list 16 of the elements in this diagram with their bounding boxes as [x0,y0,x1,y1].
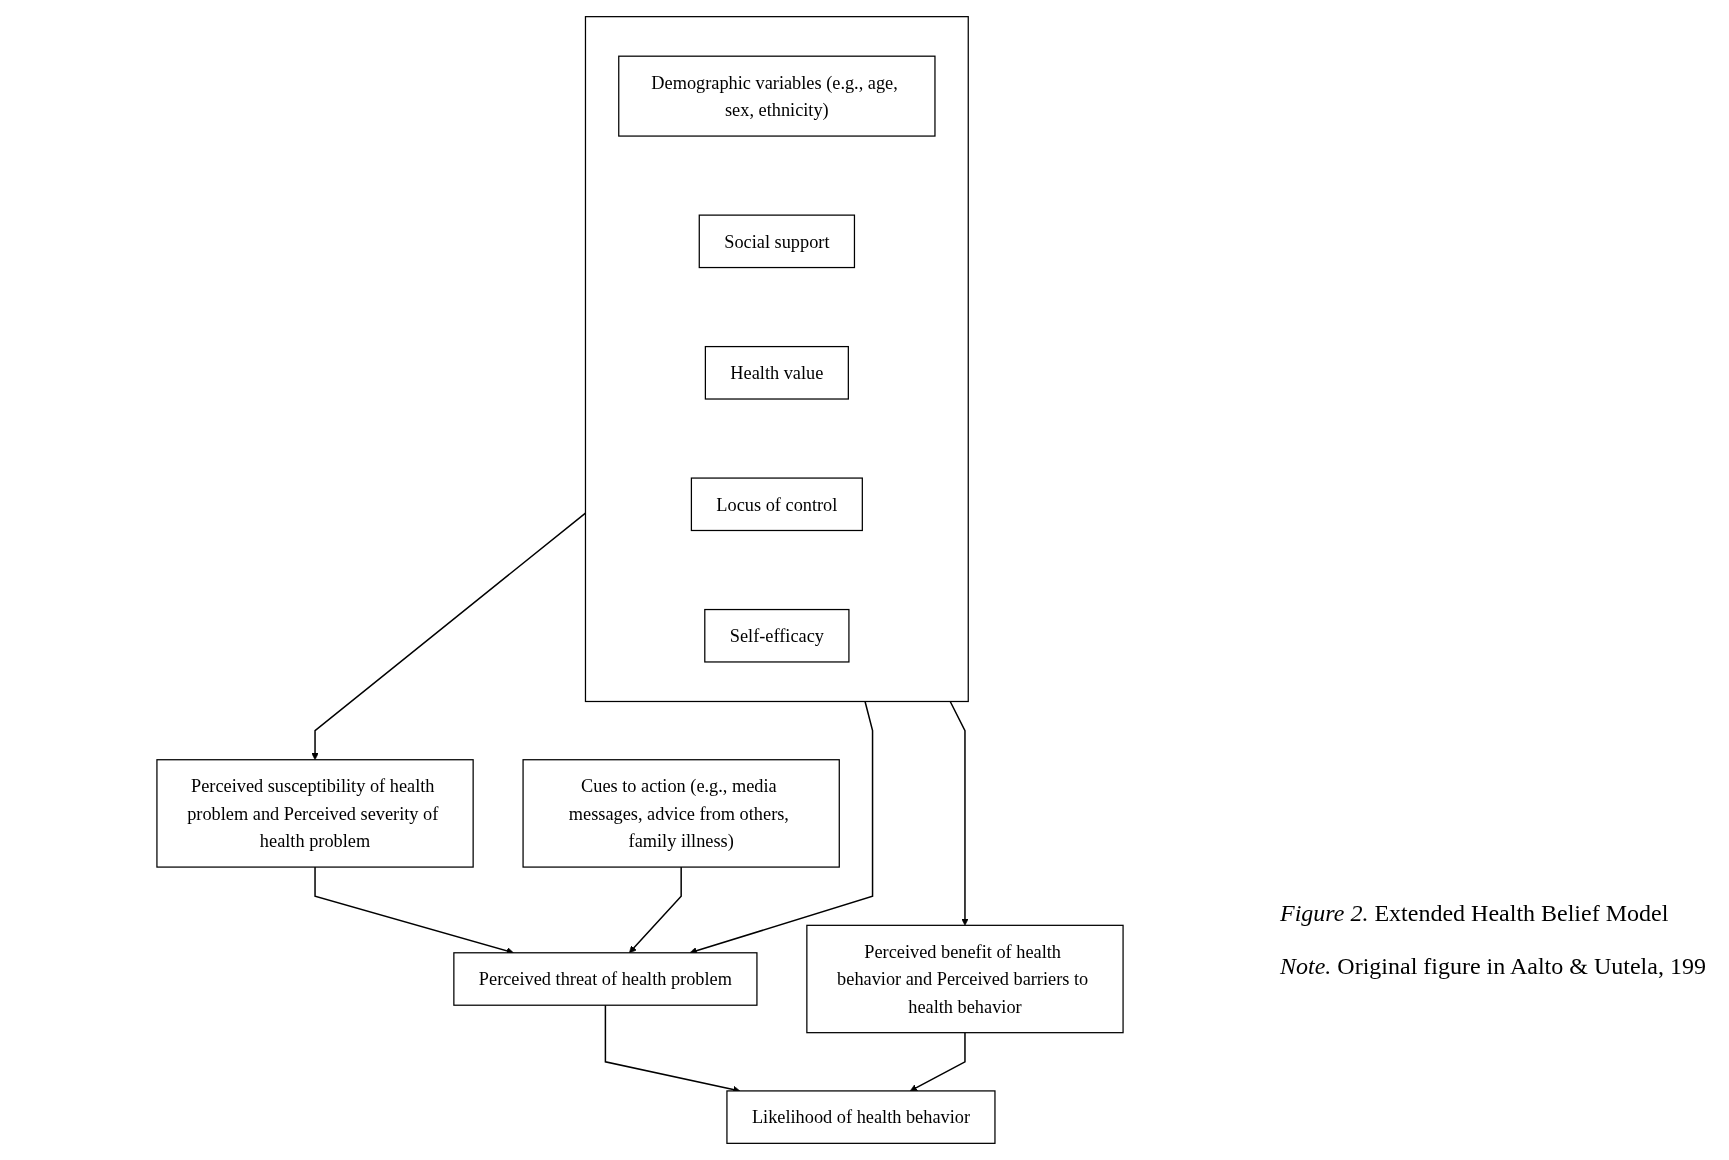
node-box: Perceived benefit of health behavior and Perceived barriers to health behavior [806,924,1124,1034]
node-box: Demographic variables (e.g., age, sex, ethnicity) [618,55,936,137]
node-box: Health value [704,345,849,400]
node-box: Self-efficacy [704,608,850,663]
arrow [949,700,969,926]
arrow [629,866,682,954]
node-box: Social support [698,214,856,269]
figure-caption: Figure 2. Extended Health Belief Model [1280,900,1670,927]
arrow [909,1031,966,1092]
node-box: Cues to action (e.g., media messages, advice from others, family illness) [522,759,840,868]
node-box: Perceived threat of health problem [453,952,758,1006]
node-box: Locus of control [690,477,863,532]
node-box: Likelihood of health behavior [726,1090,996,1144]
note-text: Note. Original figure in Aalto & Uutela, 199 [1280,953,1707,980]
cluster [584,16,969,703]
node-box: Perceived susceptibility of health problem and Perceived severity of health problem [156,759,474,868]
